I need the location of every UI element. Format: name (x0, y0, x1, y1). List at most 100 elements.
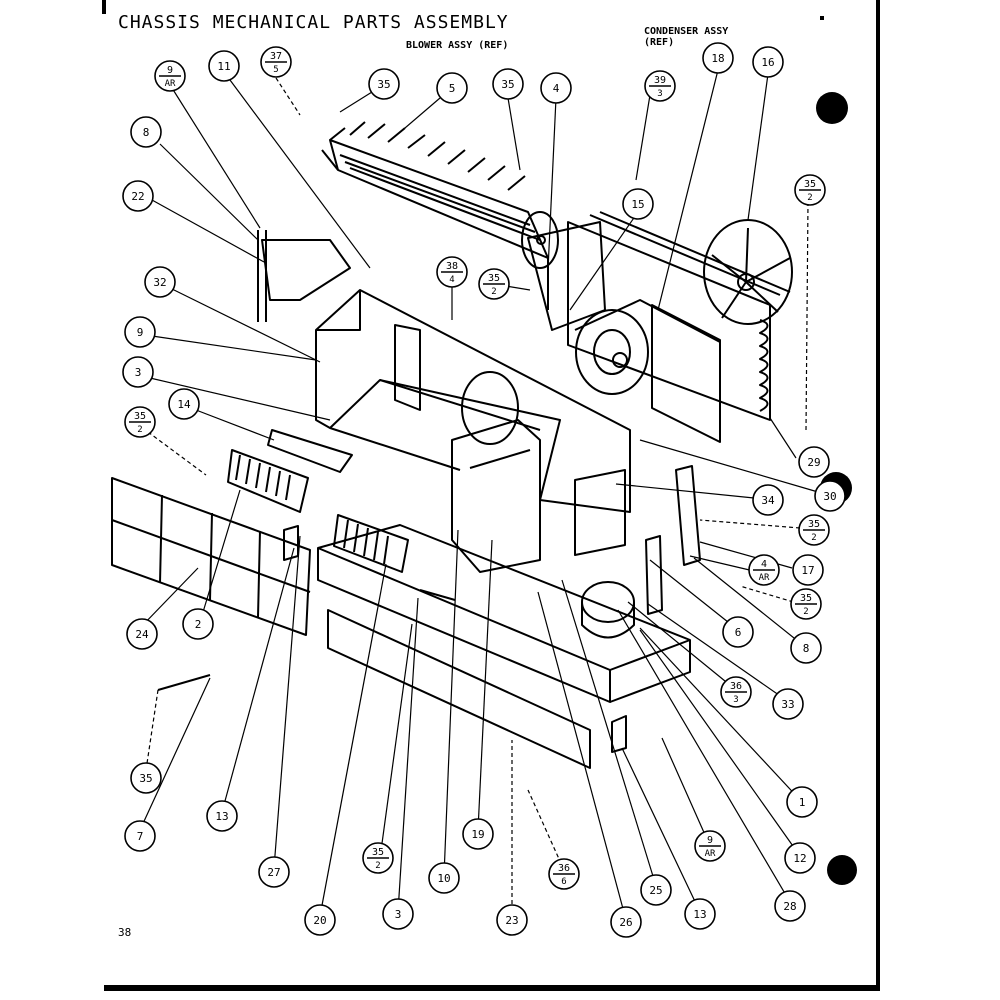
callout-24: 24 (126, 618, 158, 650)
callout-35-2-left: 352 (124, 406, 156, 438)
callout-subnumber: 2 (803, 607, 808, 617)
callout-number: 39 (654, 75, 666, 86)
condenser-assy-ref-sublabel: (REF) (644, 37, 675, 48)
callout-subnumber: 2 (491, 287, 496, 297)
callout-number: 4 (553, 82, 560, 95)
callout-number: 33 (781, 698, 794, 711)
callout-number: 34 (761, 494, 775, 507)
callout-number: 17 (801, 564, 814, 577)
compressor (581, 581, 635, 639)
control-panel-part (267, 429, 353, 473)
callout-number: 10 (437, 872, 450, 885)
callout-number: 35 (488, 273, 500, 284)
callout-17: 17 (792, 554, 824, 586)
callout-number: 12 (793, 852, 806, 865)
callout-39-3: 393 (644, 70, 676, 102)
callout-35-2-right: 352 (794, 174, 826, 206)
callout-number: 38 (446, 261, 458, 272)
callout-18: 18 (702, 42, 734, 74)
callout-number: 3 (135, 366, 142, 379)
callout-5: 5 (436, 72, 468, 104)
callout-number: 4 (761, 559, 767, 570)
callout-9ar-top: 9AR (154, 60, 186, 92)
callout-35-2-r2: 352 (798, 514, 830, 546)
callout-subnumber: 2 (811, 533, 816, 543)
callout-16: 16 (752, 46, 784, 78)
callout-number: 3 (395, 908, 402, 921)
callout-subnumber: 2 (137, 425, 142, 435)
callout-number: 1 (799, 796, 806, 809)
callout-number: 37 (270, 51, 282, 62)
callout-number: 13 (215, 810, 228, 823)
callout-27: 27 (258, 856, 290, 888)
callout-30: 30 (814, 480, 846, 512)
callout-number: 23 (505, 914, 518, 927)
callout-34: 34 (752, 484, 784, 516)
callout-8-right: 8 (790, 632, 822, 664)
callout-23: 23 (496, 904, 528, 936)
callout-1: 1 (786, 786, 818, 818)
callout-number: 36 (730, 681, 742, 692)
callout-number: 29 (807, 456, 820, 469)
callout-13-bottom: 13 (684, 898, 716, 930)
callout-3-left: 3 (122, 356, 154, 388)
callout-subnumber: 6 (561, 877, 566, 887)
callout-number: 5 (449, 82, 456, 95)
callout-8-top: 8 (130, 116, 162, 148)
condenser-assy-ref-label: CONDENSER ASSY (644, 26, 729, 37)
callout-number: 9 (167, 65, 173, 76)
callout-13-left: 13 (206, 800, 238, 832)
callout-number: 35 (134, 411, 146, 422)
callout-number: 15 (631, 198, 644, 211)
callout-6: 6 (722, 616, 754, 648)
callout-number: 6 (735, 626, 742, 639)
callout-4-ar: 4AR (748, 554, 780, 586)
callout-35-2-mid: 352 (478, 268, 510, 300)
callout-number: 32 (153, 276, 166, 289)
callout-20: 20 (304, 904, 336, 936)
callout-number: 2 (195, 618, 202, 631)
callout-9ar-bottom: 9AR (694, 830, 726, 862)
callout-number: 35 (377, 78, 390, 91)
callout-subnumber: 3 (657, 89, 662, 99)
callout-12: 12 (784, 842, 816, 874)
callout-28: 28 (774, 890, 806, 922)
callout-37-5: 375 (260, 46, 292, 78)
callout-number: 35 (804, 179, 816, 190)
callout-subnumber: AR (759, 573, 770, 583)
callout-number: 8 (803, 642, 810, 655)
callout-number: 24 (135, 628, 149, 641)
coil-tubing (759, 319, 769, 412)
callout-number: 35 (501, 78, 514, 91)
callout-subnumber: 5 (273, 65, 278, 75)
callout-number: 35 (139, 772, 152, 785)
callout-number: 22 (131, 190, 144, 203)
callout-35-2-r3: 352 (790, 588, 822, 620)
control-box-bracket (451, 371, 541, 573)
blower-housing-part (257, 230, 351, 322)
callout-19: 19 (462, 818, 494, 850)
callout-number: 16 (761, 56, 774, 69)
callout-number: 13 (693, 908, 706, 921)
callout-number: 25 (649, 884, 662, 897)
callout-15: 15 (622, 188, 654, 220)
condenser-fan-blade (703, 219, 793, 325)
leader-lines (139, 69, 819, 921)
side-brackets (574, 465, 701, 615)
callout-35-bottom: 35 (130, 762, 162, 794)
page-number: 38 (118, 926, 132, 939)
callout-4: 4 (540, 72, 572, 104)
callout-number: 36 (558, 863, 570, 874)
callout-subnumber: 2 (375, 861, 380, 871)
callout-number: 18 (711, 52, 724, 65)
callout-number: 14 (177, 398, 191, 411)
callout-10: 10 (428, 862, 460, 894)
callout-7: 7 (124, 820, 156, 852)
callout-35-a: 35 (368, 68, 400, 100)
callout-38-4: 384 (436, 256, 468, 288)
callout-14: 14 (168, 388, 200, 420)
callout-number: 11 (217, 60, 230, 73)
